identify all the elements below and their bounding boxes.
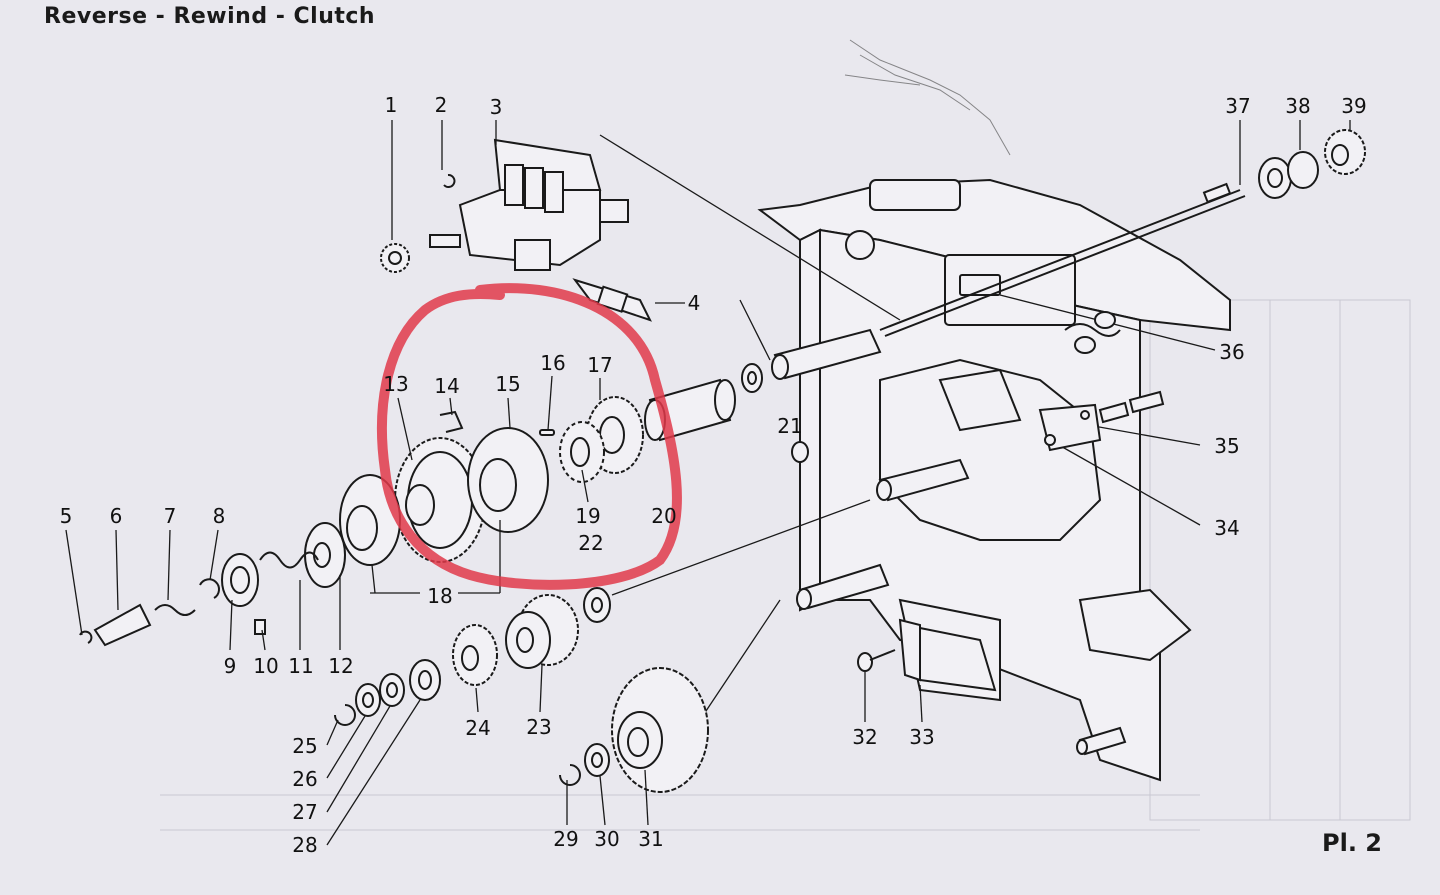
red-highlight-circle <box>376 283 682 590</box>
part-label-17: 17 <box>587 353 612 377</box>
scribble-mark <box>844 39 1011 156</box>
part-label-33: 33 <box>909 725 934 749</box>
part-label-4: 4 <box>688 291 701 315</box>
cable-rod <box>879 182 1246 337</box>
part-4-connector <box>572 278 685 322</box>
part-label-13: 13 <box>383 372 408 396</box>
part-label-34: 34 <box>1214 516 1239 540</box>
part-label-9: 9 <box>224 654 237 678</box>
part-label-36: 36 <box>1219 340 1244 364</box>
part-label-37: 37 <box>1225 94 1250 118</box>
part-label-20: 20 <box>651 504 676 528</box>
part-2-clip <box>441 120 456 188</box>
diagram-title: Reverse - Rewind - Clutch <box>44 4 376 29</box>
shafts <box>771 328 1165 756</box>
part-label-15: 15 <box>495 372 520 396</box>
part-label-6: 6 <box>110 504 123 528</box>
part-label-2: 2 <box>435 93 448 117</box>
part-label-12: 12 <box>328 654 353 678</box>
part-label-14: 14 <box>434 374 459 398</box>
part-3-switch-block <box>429 120 629 271</box>
bleed-through-table <box>160 299 1411 831</box>
washers-25-28 <box>334 659 441 726</box>
plate-number: Pl. 2 <box>1322 829 1382 857</box>
part-label-35: 35 <box>1214 434 1239 458</box>
part-number-labels: 1 2 3 4 5 6 7 8 9 10 11 12 13 14 15 16 1… <box>60 93 1367 857</box>
part-label-19: 19 <box>575 504 600 528</box>
part-1-sprocket <box>380 120 410 273</box>
part-label-30: 30 <box>594 827 619 851</box>
gears-23-24 <box>452 594 579 686</box>
part-label-26: 26 <box>292 767 317 791</box>
part-label-11: 11 <box>288 654 313 678</box>
part-label-39: 39 <box>1341 94 1366 118</box>
part-label-1: 1 <box>385 93 398 117</box>
part-label-24: 24 <box>465 716 490 740</box>
clutch-group <box>394 378 736 563</box>
part-label-38: 38 <box>1285 94 1310 118</box>
washers-21-22 <box>583 363 809 623</box>
left-assembly <box>79 474 401 647</box>
part-label-28: 28 <box>292 833 317 857</box>
part-label-21: 21 <box>777 414 802 438</box>
part-label-22: 22 <box>578 531 603 555</box>
part-label-16: 16 <box>540 351 565 375</box>
parts-32-33 <box>857 618 997 692</box>
part-label-5: 5 <box>60 504 73 528</box>
part-label-3: 3 <box>490 95 503 119</box>
part-label-8: 8 <box>213 504 226 528</box>
main-housing <box>757 178 1231 782</box>
part-label-25: 25 <box>292 734 317 758</box>
parts-37-39 <box>1258 129 1366 199</box>
part-label-18: 18 <box>427 584 452 608</box>
part-label-29: 29 <box>553 827 578 851</box>
part-label-7: 7 <box>164 504 177 528</box>
part-label-31: 31 <box>638 827 663 851</box>
part-label-10: 10 <box>253 654 278 678</box>
parts-29-31 <box>559 667 709 793</box>
part-label-27: 27 <box>292 800 317 824</box>
label-leaders <box>65 375 923 846</box>
part-label-23: 23 <box>526 715 551 739</box>
part-label-32: 32 <box>852 725 877 749</box>
parts-34-36 <box>1038 311 1121 452</box>
